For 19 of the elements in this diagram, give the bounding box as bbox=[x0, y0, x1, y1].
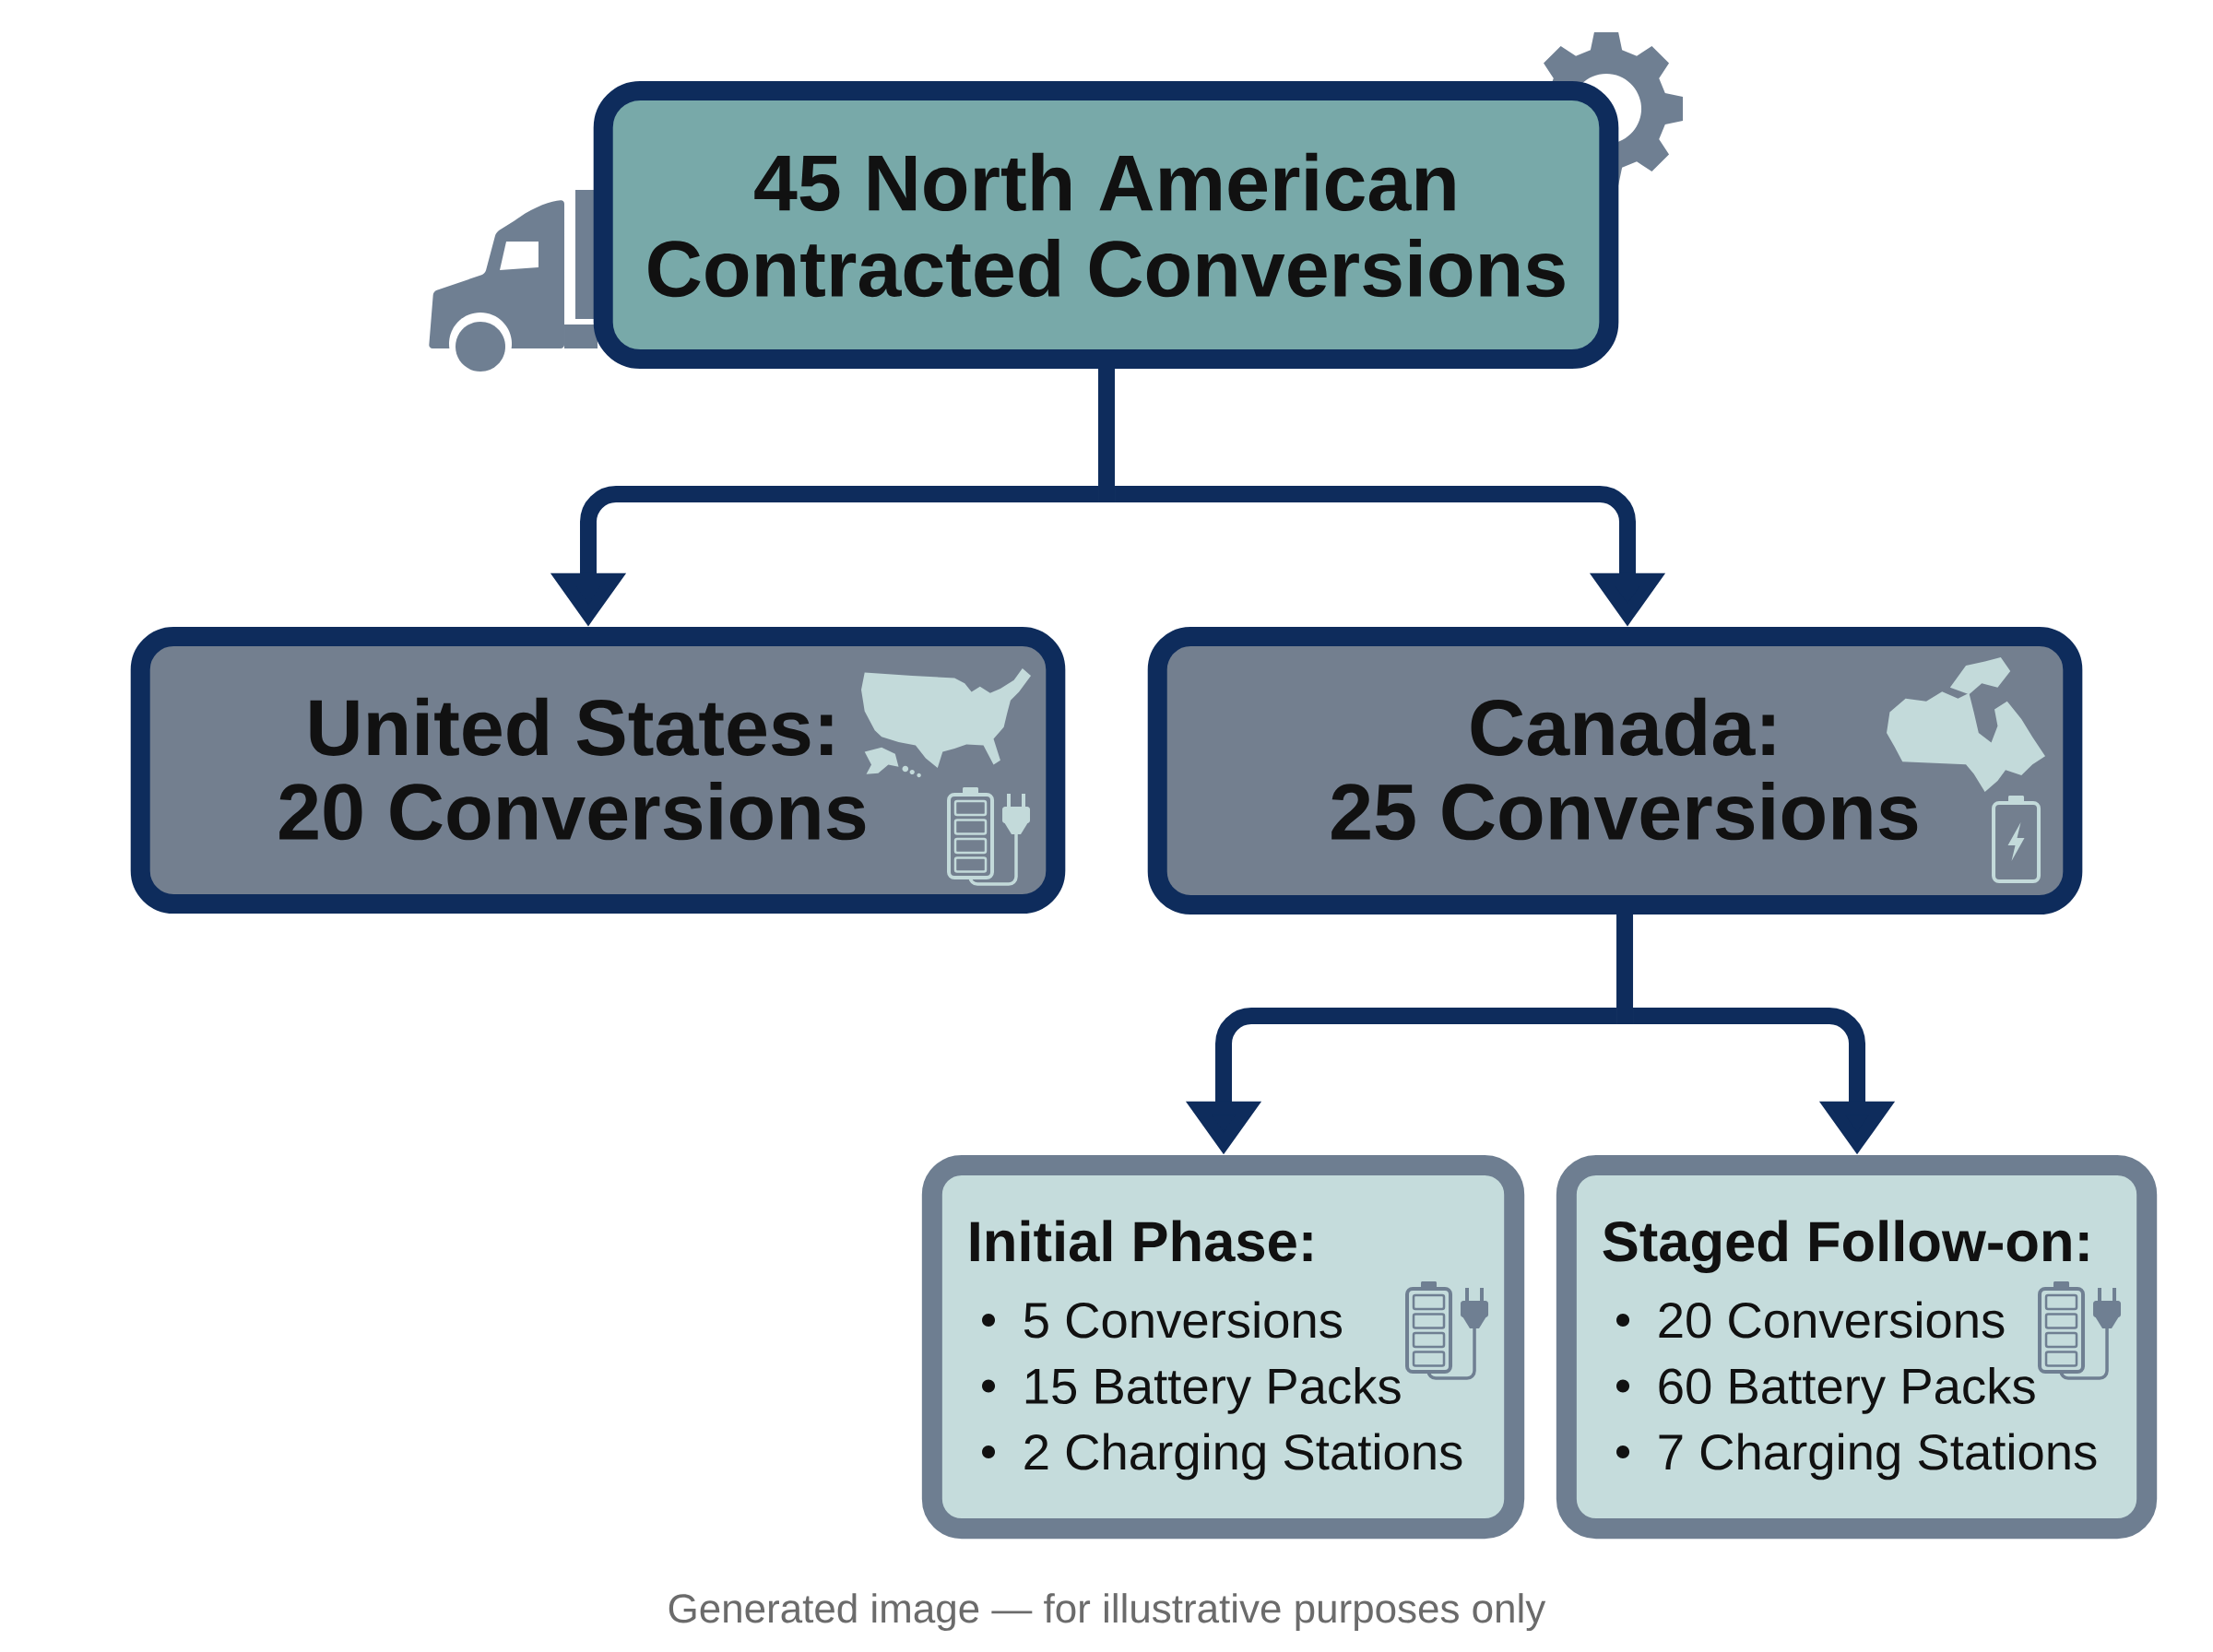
box-heading: Staged Follow-on: bbox=[1603, 1220, 2089, 1273]
list-item: 60 Battery Packs bbox=[1659, 1367, 2035, 1414]
list-item: 7 Charging Stations bbox=[1659, 1433, 2097, 1481]
box-heading: Initial Phase: bbox=[970, 1220, 1312, 1262]
country-box bbox=[1147, 626, 2083, 915]
list-item: 5 Conversions bbox=[1024, 1301, 1343, 1339]
caption: Generated image — for illustrative purposes only bbox=[669, 1593, 1546, 1632]
connector-line bbox=[1098, 369, 1116, 502]
phase-box bbox=[1556, 1154, 2158, 1540]
connector-line bbox=[1616, 914, 1634, 1024]
list-item: 2 Charging Stations bbox=[1024, 1433, 1462, 1481]
title-box bbox=[593, 80, 1619, 370]
phase-box bbox=[921, 1154, 1525, 1540]
box-title: United States: 20 Conversions bbox=[279, 697, 866, 841]
country-box bbox=[130, 626, 1066, 914]
box-title: Canada: 25 Conversions bbox=[1331, 697, 1918, 841]
box-title: 45 North American Contracted Conversions bbox=[648, 152, 1565, 298]
list-item: 20 Conversions bbox=[1659, 1301, 2005, 1339]
list-item: 15 Battery Packs bbox=[1025, 1367, 1401, 1414]
